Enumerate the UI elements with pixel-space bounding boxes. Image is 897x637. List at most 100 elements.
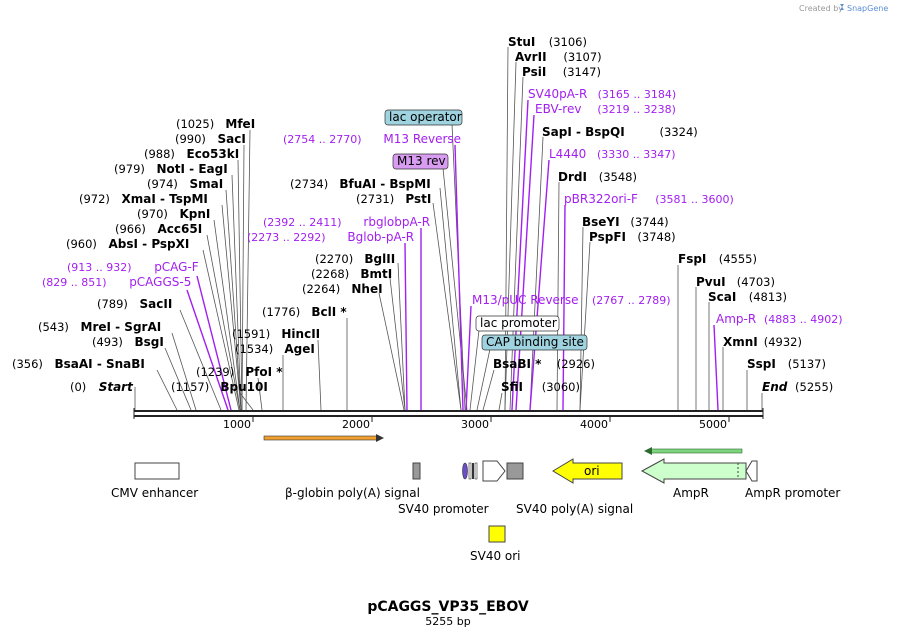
primer-name: EBV-rev <box>535 102 581 116</box>
site-position: (960) <box>66 237 97 251</box>
site-name: AbsI - PspXI <box>109 237 190 251</box>
site-position: (493) <box>92 335 123 349</box>
site-label: (1157)Bpu10I <box>171 380 268 394</box>
site-position: (1534) <box>235 342 273 356</box>
site-label: PspFI(3748) <box>589 230 676 244</box>
feature-label: AmpR promoter <box>745 486 840 500</box>
svg-text:lac promoter: lac promoter <box>480 316 557 330</box>
site-name: SacII <box>140 297 173 311</box>
site-position: (789) <box>97 297 128 311</box>
feature-bglobin-polya <box>412 462 421 480</box>
feature-small-elements <box>462 462 478 480</box>
site-name: BfuAI - BspMI <box>339 177 430 191</box>
site-position: (2926) <box>557 357 595 371</box>
primer-name: M13/pUC Reverse <box>472 293 579 307</box>
site-label: XmnI(4932) <box>723 335 802 349</box>
primer-name: SV40pA-R <box>528 87 587 101</box>
site-label: (960) AbsI - PspXI <box>66 237 189 251</box>
site-position: (970) <box>137 207 168 221</box>
site-position: (3060) <box>542 380 580 394</box>
feature-sv40-promoter <box>482 460 506 482</box>
primer-range: (3581 .. 3600) <box>655 193 734 206</box>
site-position: (0) <box>70 380 86 394</box>
feature-label: SV40 promoter <box>398 502 489 516</box>
site-position: (3744) <box>630 215 668 229</box>
site-name: SfiI <box>501 380 523 394</box>
svg-text:CAP binding site: CAP binding site <box>486 335 584 349</box>
ruler-ticks: 1000 2000 3000 4000 5000 <box>223 418 727 431</box>
site-name: PvuI <box>696 275 726 289</box>
site-label: (2731)PstI <box>356 192 431 206</box>
primer-range: (2392 .. 2411) <box>263 216 342 229</box>
feature-sv40-ori <box>488 525 506 543</box>
site-position: (3748) <box>637 230 675 244</box>
map-length: 5255 bp <box>425 615 470 628</box>
site-name: Acc65I <box>158 222 203 236</box>
site-position: (2268) <box>311 267 349 281</box>
primer-name: Bglob-pA-R <box>347 230 414 244</box>
snapgene-logo-icon <box>840 4 844 10</box>
site-position: (974) <box>147 177 178 191</box>
credit-brand: SnapGene <box>847 4 888 13</box>
site-name: BsaAI - SnaBI <box>55 357 145 371</box>
orf-arrow-reverse <box>644 447 743 455</box>
site-name: MfeI <box>225 117 255 131</box>
site-position: (1776) <box>262 305 300 319</box>
site-name: XmaI - TspMI <box>122 192 208 206</box>
site-position: (5255) <box>795 380 833 394</box>
feature-label: SV40 ori <box>470 549 521 563</box>
tick-label: 4000 <box>580 418 608 431</box>
primer-range: (3330 .. 3347) <box>597 148 676 161</box>
site-name: SmaI <box>190 177 224 191</box>
boxed-label-lac-operator: lac operator <box>384 109 463 126</box>
site-label: PvuI (4703) <box>696 275 775 289</box>
site-position: (3548) <box>599 170 637 184</box>
site-name: End <box>762 380 788 394</box>
site-position: (1591) <box>232 327 270 341</box>
site-name: StuI <box>508 35 535 49</box>
site-position: (4555) <box>719 252 757 266</box>
primer-lines <box>186 99 719 411</box>
primer-name: M13 Reverse <box>383 132 461 146</box>
primer-name: L4440 <box>549 147 586 161</box>
backbone <box>133 408 764 422</box>
boxed-label-cap-binding-site: CAP binding site <box>481 334 588 351</box>
site-label: DrdI(3548) <box>558 170 637 184</box>
site-label: SspI(5137) <box>747 357 826 371</box>
primer-range: (2767 .. 2789) <box>592 294 671 307</box>
site-name: BsgI <box>135 335 164 349</box>
site-label: (1534)AgeI <box>235 342 315 356</box>
primer-label: M13/pUC Reverse (2767 .. 2789) <box>472 293 671 307</box>
site-label: (0)Start <box>70 380 134 394</box>
site-name: MreI - SgrAI <box>81 320 162 334</box>
primer-name: rbglobpA-R <box>363 215 430 229</box>
map-title: pCAGGS_VP35_EBOV <box>367 599 529 615</box>
site-name: Eco53kI <box>187 147 240 161</box>
site-position: (2264) <box>302 282 340 296</box>
primer-range: (4883 .. 4902) <box>764 313 843 326</box>
site-name: BmtI <box>360 267 392 281</box>
primer-label: (2273 .. 2292)Bglob-pA-R <box>247 230 414 244</box>
site-position: (3147) <box>563 65 601 79</box>
site-name: XmnI <box>723 335 758 349</box>
primer-label: SV40pA-R(3165 .. 3184) <box>528 87 676 101</box>
site-position: (2734) <box>290 177 328 191</box>
site-position: (1025) <box>176 117 214 131</box>
site-label: (493) BsgI <box>92 335 164 349</box>
site-label: (2270)BglII <box>315 252 395 266</box>
site-name: BclI * <box>311 305 347 319</box>
site-position: (5137) <box>788 357 826 371</box>
site-name: NotI - EagI <box>157 162 228 176</box>
site-position: (979) <box>114 162 145 176</box>
feature-sv40-polya <box>506 462 524 480</box>
site-position: (966) <box>115 222 146 236</box>
site-position: (4703) <box>737 275 775 289</box>
primer-range: (913 .. 932) <box>67 261 132 274</box>
site-position: (3106) <box>549 35 587 49</box>
site-label: (2734) BfuAI - BspMI <box>290 177 431 191</box>
primer-label: pBR322ori-F(3581 .. 3600) <box>564 192 734 206</box>
primer-label: (829 .. 851)pCAGGS-5 <box>42 275 191 289</box>
site-label: BseYI(3744) <box>582 215 669 229</box>
site-name: NheI <box>351 282 382 296</box>
site-position: (988) <box>144 147 175 161</box>
